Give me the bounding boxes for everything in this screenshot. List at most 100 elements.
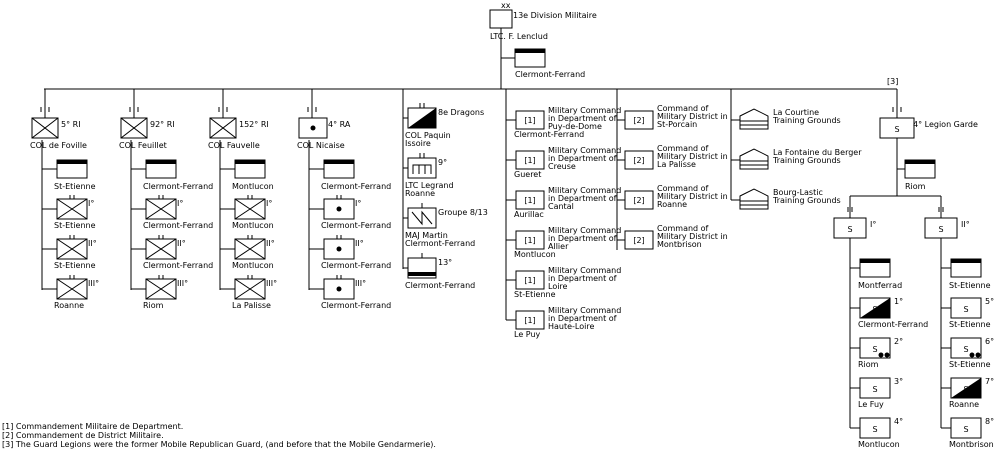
regiment-name: 5° RI	[61, 120, 81, 129]
artillery-dot	[336, 206, 342, 212]
battalion-location: Clermont-Ferrand	[321, 261, 391, 270]
command-box	[515, 190, 545, 210]
hq-bar	[146, 160, 176, 164]
training-building-icon	[739, 108, 769, 130]
company-symbol: S	[872, 345, 877, 354]
hq-name: 13e Division Militaire	[513, 11, 597, 20]
district-text: Military District in	[657, 192, 728, 201]
training-text: La Courtine	[773, 108, 819, 117]
legion-hq-location: Riom	[905, 182, 926, 191]
misc-unit-box	[407, 157, 437, 179]
note3-marker: [3]	[887, 77, 898, 86]
infantry-cross	[56, 278, 88, 300]
misc-unit-line1: COL Paquin	[405, 131, 451, 140]
battalion-location: St-Etienne	[54, 221, 96, 230]
company-fill	[951, 378, 981, 398]
battalion-location: Montlucon	[232, 221, 274, 230]
command-text: Creuse	[548, 162, 576, 171]
company-number: 5°	[985, 297, 994, 306]
command-code: [1]	[524, 196, 535, 205]
company-symbol: S	[963, 345, 968, 354]
infantry-cross	[145, 238, 177, 260]
command-box	[515, 310, 545, 330]
training-text: Bourg-Lastic	[773, 188, 823, 197]
infantry-cross	[234, 238, 266, 260]
district-text: Roanne	[657, 200, 687, 209]
infantry-cross	[234, 198, 266, 220]
hq-loc-bar	[515, 49, 545, 53]
district-code: [2]	[633, 236, 644, 245]
training-text: Training Grounds	[772, 116, 841, 125]
hq-location: Clermont-Ferrand	[515, 70, 585, 79]
command-text: Military Command	[548, 226, 621, 235]
footnote-1: [1] Commandement Militaire de Department…	[2, 422, 184, 431]
command-code: [1]	[524, 156, 535, 165]
signal-symbol	[411, 210, 433, 226]
district-text: St-Porcain	[657, 120, 697, 129]
command-box	[515, 270, 545, 290]
company-symbol: S	[963, 305, 968, 314]
battalion-location: Montlucon	[232, 261, 274, 270]
regiment-commander: COL de Foville	[30, 141, 87, 150]
district-text: Command of	[657, 184, 709, 193]
infantry-cross	[56, 198, 88, 220]
district-box	[624, 150, 654, 170]
battalion-number: I°	[266, 199, 272, 208]
misc-unit-number: 8e Dragons	[438, 108, 484, 117]
command-location: Gueret	[514, 170, 541, 179]
company-box	[859, 417, 891, 439]
training-text: Training Grounds	[772, 156, 841, 165]
company-symbol: S	[963, 425, 968, 434]
battalion-location: Riom	[143, 301, 164, 310]
command-text: in Department of	[548, 154, 617, 163]
command-code: [1]	[524, 116, 535, 125]
hq-commander: LTC. F. Lenclud	[490, 32, 548, 41]
command-box	[515, 230, 545, 250]
command-text: in Department of	[548, 274, 617, 283]
command-code: [1]	[524, 276, 535, 285]
infantry-cross	[145, 198, 177, 220]
district-text: Military District in	[657, 112, 728, 121]
battalion-number: I°	[88, 199, 94, 208]
company-location: Riom	[858, 360, 879, 369]
cavalry-fill	[408, 108, 436, 128]
motor-dot	[975, 352, 981, 358]
infantry-cross	[209, 117, 237, 139]
district-text: Command of	[657, 224, 709, 233]
command-location: Aurillac	[514, 210, 544, 219]
command-location: Le Puy	[514, 330, 541, 339]
district-box	[624, 230, 654, 250]
company-symbol: S	[872, 425, 877, 434]
command-text: Military Command	[548, 306, 621, 315]
hq-bar	[235, 160, 265, 164]
legion-symbol: S	[894, 125, 899, 134]
company-fill	[860, 298, 890, 318]
regiment-commander: COL Fauvelle	[208, 141, 260, 150]
misc-unit-number: 9°	[438, 158, 447, 167]
battalion-location: Clermont-Ferrand	[143, 221, 213, 230]
infantry-cross	[234, 278, 266, 300]
hq-box	[489, 9, 513, 29]
command-code: [1]	[524, 236, 535, 245]
battalion-location: La Palisse	[232, 301, 271, 310]
battalion-number: II°	[177, 239, 186, 248]
company-box	[950, 297, 982, 319]
company-number: 2°	[894, 337, 903, 346]
command-location: Montlucon	[514, 250, 556, 259]
district-text: Montbrison	[657, 240, 702, 249]
command-location: St-Etienne	[514, 290, 556, 299]
company-number: 8°	[985, 417, 994, 426]
group-symbol: S	[847, 225, 852, 234]
command-text: in Department of	[548, 314, 617, 323]
battalion-number: I°	[177, 199, 183, 208]
command-text: Allier	[548, 242, 569, 251]
command-text: Military Command	[548, 106, 621, 115]
company-number: 3°	[894, 377, 903, 386]
company-symbol: S	[872, 305, 877, 314]
regiment-hq-location: Montlucon	[232, 182, 274, 191]
company-location: St-Etienne	[949, 320, 991, 329]
group-number: II°	[961, 220, 970, 229]
command-text: Cantal	[548, 202, 574, 211]
artillery-dot	[336, 246, 342, 252]
training-building-icon	[739, 188, 769, 210]
